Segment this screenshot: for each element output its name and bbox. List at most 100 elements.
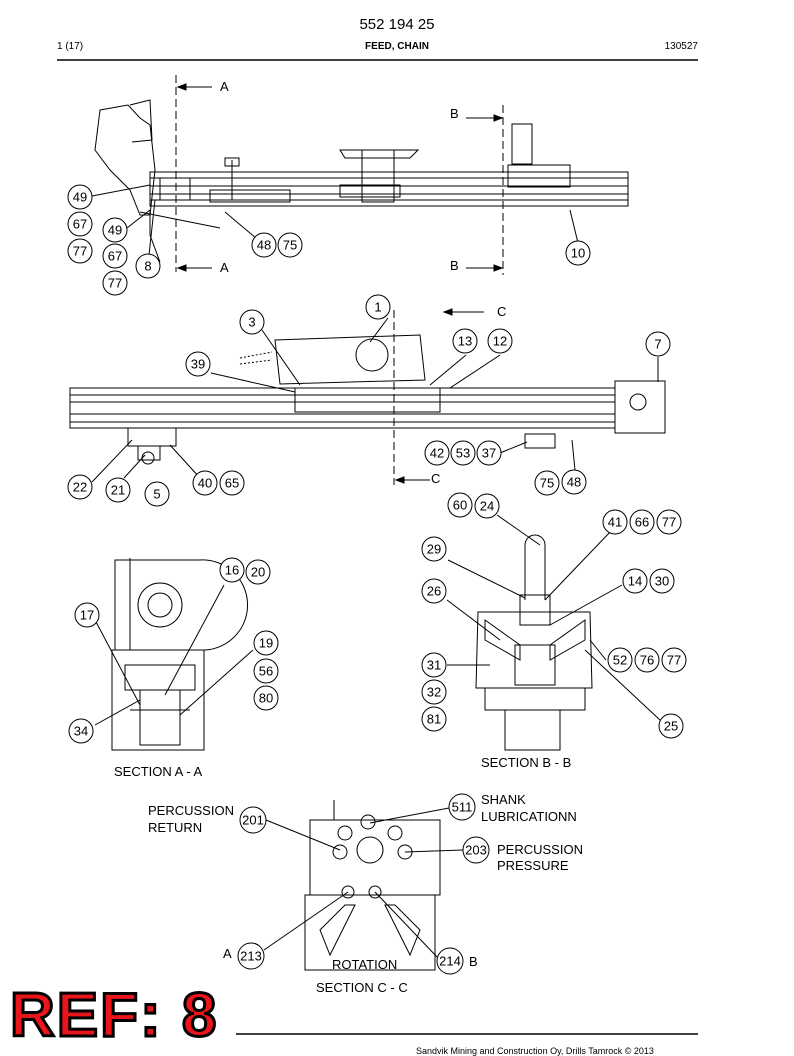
section-cc-title: SECTION C - C <box>316 980 408 995</box>
label-port-a: A <box>223 946 232 961</box>
callout-19: 19 <box>253 630 279 656</box>
svg-text:67: 67 <box>73 217 87 232</box>
svg-text:214: 214 <box>439 954 461 969</box>
callout-3: 3 <box>239 309 265 335</box>
callout-56: 56 <box>253 658 279 684</box>
callout-34: 34 <box>68 718 94 744</box>
label-percussion-return-2: RETURN <box>148 820 202 835</box>
svg-text:32: 32 <box>427 685 441 700</box>
svg-text:7: 7 <box>654 337 661 352</box>
svg-text:21: 21 <box>111 483 125 498</box>
label-shank-lub-2: LUBRICATIONN <box>481 809 577 824</box>
svg-text:75: 75 <box>283 238 297 253</box>
svg-text:201: 201 <box>242 813 264 828</box>
svg-text:41: 41 <box>608 515 622 530</box>
svg-text:48: 48 <box>257 238 271 253</box>
callout-213: 213 <box>237 942 265 970</box>
svg-text:67: 67 <box>108 249 122 264</box>
svg-text:19: 19 <box>259 636 273 651</box>
callout-201: 201 <box>239 806 267 834</box>
section-aa-drawing <box>111 558 248 751</box>
callout-7: 7 <box>645 331 671 357</box>
callout-1: 1 <box>365 294 391 320</box>
callout-40: 40 <box>192 470 218 496</box>
section-cc-drawing <box>304 800 441 971</box>
copyright-footer: Sandvik Mining and Construction Oy, Dril… <box>416 1046 654 1056</box>
callout-75: 75 <box>277 232 303 258</box>
svg-text:76: 76 <box>640 653 654 668</box>
section-aa-title: SECTION A - A <box>114 764 202 779</box>
callout-48: 48 <box>251 232 277 258</box>
callout-77: 77 <box>67 238 93 264</box>
callout-48b: 48 <box>561 469 587 495</box>
marker-b-bottom: B <box>450 258 459 273</box>
callout-29: 29 <box>421 536 447 562</box>
svg-text:30: 30 <box>655 574 669 589</box>
svg-text:203: 203 <box>465 843 487 858</box>
svg-text:52: 52 <box>613 653 627 668</box>
callout-77c: 77 <box>656 509 682 535</box>
callout-203: 203 <box>462 836 490 864</box>
section-bb-drawing <box>475 534 593 751</box>
marker-a-top: A <box>220 79 229 94</box>
callout-30: 30 <box>649 568 675 594</box>
ref-stamp: REF: 8 <box>8 981 219 1050</box>
callout-67b: 67 <box>102 243 128 269</box>
callout-13: 13 <box>452 328 478 354</box>
svg-text:77: 77 <box>662 515 676 530</box>
svg-text:10: 10 <box>571 246 585 261</box>
svg-text:1: 1 <box>374 300 381 315</box>
svg-text:14: 14 <box>628 574 642 589</box>
leaders-view2 <box>91 317 659 483</box>
leaders-cc <box>263 807 464 959</box>
svg-text:511: 511 <box>452 800 473 815</box>
callout-8: 8 <box>135 253 161 279</box>
callout-14: 14 <box>622 568 648 594</box>
callout-22: 22 <box>67 474 93 500</box>
document-date: 130527 <box>664 41 698 52</box>
callout-24: 24 <box>474 493 500 519</box>
callout-67: 67 <box>67 211 93 237</box>
callout-31: 31 <box>421 652 447 678</box>
label-percussion-pressure-2: PRESSURE <box>497 858 569 873</box>
svg-text:20: 20 <box>251 565 265 580</box>
callout-49: 49 <box>67 184 93 210</box>
callout-53: 53 <box>450 440 476 466</box>
callout-81: 81 <box>421 706 447 732</box>
callout-77b: 77 <box>102 270 128 296</box>
svg-text:22: 22 <box>73 480 87 495</box>
callout-10: 10 <box>565 240 591 266</box>
svg-text:77: 77 <box>108 276 122 291</box>
page-indicator: 1 (17) <box>57 41 84 52</box>
callout-66: 66 <box>629 509 655 535</box>
leaders-bb <box>446 514 661 721</box>
svg-text:81: 81 <box>427 712 441 727</box>
callout-511: 511 <box>448 793 476 821</box>
svg-text:48: 48 <box>567 475 581 490</box>
callout-80: 80 <box>253 685 279 711</box>
callout-32: 32 <box>421 679 447 705</box>
svg-text:13: 13 <box>458 334 472 349</box>
callout-60: 60 <box>447 492 473 518</box>
svg-text:12: 12 <box>493 334 507 349</box>
svg-text:77: 77 <box>667 653 681 668</box>
callout-16: 16 <box>219 557 245 583</box>
svg-text:49: 49 <box>73 190 87 205</box>
document-title: FEED, CHAIN <box>365 41 429 52</box>
svg-text:37: 37 <box>482 446 496 461</box>
svg-text:31: 31 <box>427 658 441 673</box>
svg-text:8: 8 <box>144 259 151 274</box>
svg-text:49: 49 <box>108 223 122 238</box>
svg-text:213: 213 <box>240 949 262 964</box>
callout-5: 5 <box>144 481 170 507</box>
callout-65: 65 <box>219 470 245 496</box>
feed-side-view <box>69 334 666 465</box>
callout-21: 21 <box>105 477 131 503</box>
svg-text:34: 34 <box>74 724 88 739</box>
label-rotation: ROTATION <box>332 957 397 972</box>
callout-12: 12 <box>487 328 513 354</box>
callout-52: 52 <box>607 647 633 673</box>
svg-text:39: 39 <box>191 357 205 372</box>
marker-a-bottom: A <box>220 260 229 275</box>
